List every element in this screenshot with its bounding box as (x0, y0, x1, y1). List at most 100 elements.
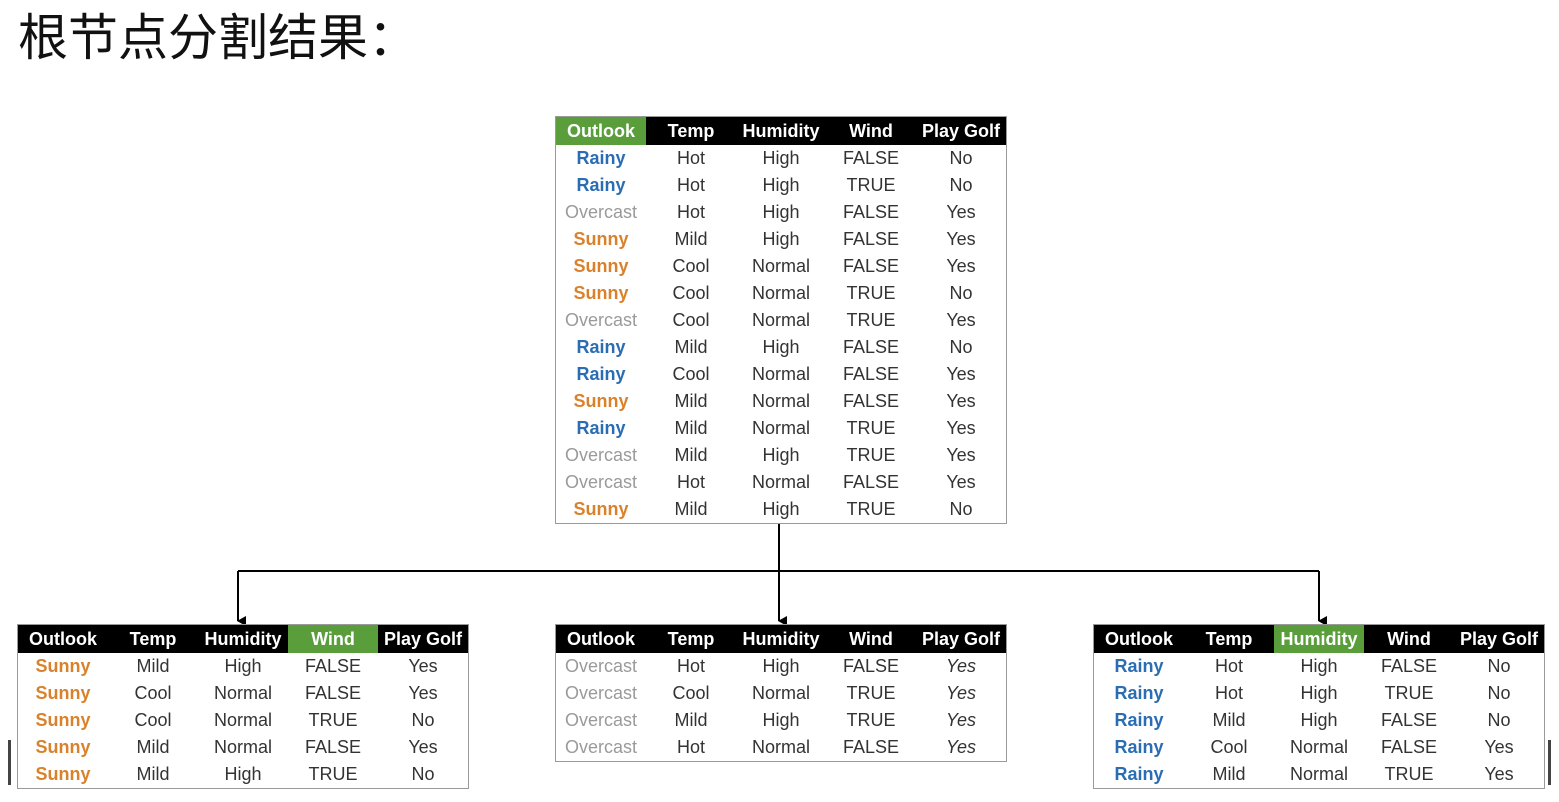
cell-play-golf: Yes (946, 310, 976, 330)
cell-humidity: Normal (751, 737, 810, 757)
cell-wind: TRUE (846, 445, 896, 465)
column-header-play-golf: Play Golf (1459, 629, 1539, 649)
cell-wind: FALSE (304, 656, 362, 676)
cell-outlook: Sunny (573, 283, 629, 303)
cell-play-golf: No (949, 175, 973, 195)
cell-humidity: Normal (213, 710, 272, 730)
cell-outlook: Sunny (35, 656, 91, 676)
cell-outlook: Overcast (564, 710, 638, 730)
cell-humidity: High (762, 175, 800, 195)
cell-play-golf: No (411, 764, 435, 784)
cell-outlook: Rainy (1114, 656, 1164, 676)
cell-wind: FALSE (842, 472, 900, 492)
cell-humidity: Normal (751, 256, 810, 276)
cell-outlook: Overcast (564, 445, 638, 465)
cell-play-golf: No (949, 283, 973, 303)
cell-wind: FALSE (1380, 656, 1438, 676)
column-header-humidity: Humidity (742, 629, 820, 649)
cell-temp: Mild (136, 764, 170, 784)
cell-temp: Mild (674, 229, 708, 249)
cell-humidity: High (762, 337, 800, 357)
cell-wind: TRUE (308, 710, 358, 730)
column-header-outlook: Outlook (1105, 629, 1173, 649)
cell-wind: FALSE (842, 256, 900, 276)
cell-wind: FALSE (842, 364, 900, 384)
column-header-play-golf: Play Golf (921, 121, 1001, 141)
cell-play-golf: No (1487, 710, 1511, 730)
cell-play-golf: Yes (946, 391, 976, 411)
cell-outlook: Rainy (1114, 683, 1164, 703)
cell-temp: Cool (134, 683, 172, 703)
cell-temp: Mild (674, 391, 708, 411)
cell-temp: Hot (1214, 683, 1243, 703)
cell-wind: TRUE (1384, 764, 1434, 784)
cell-wind: FALSE (1380, 737, 1438, 757)
slide-title: 根节点分割结果： (18, 9, 418, 67)
cell-outlook: Rainy (1114, 764, 1164, 784)
cell-humidity: Normal (213, 737, 272, 757)
cell-play-golf: Yes (1484, 764, 1514, 784)
column-header-wind: Wind (288, 625, 378, 653)
cell-humidity: High (762, 202, 800, 222)
cell-outlook: Overcast (564, 202, 638, 222)
cell-wind: FALSE (842, 337, 900, 357)
cell-play-golf: No (411, 710, 435, 730)
cell-humidity: Normal (751, 472, 810, 492)
cell-humidity: High (224, 656, 262, 676)
cell-wind: FALSE (842, 656, 900, 676)
cell-temp: Hot (676, 737, 705, 757)
cell-outlook: Rainy (576, 175, 626, 195)
cell-outlook: Rainy (576, 418, 626, 438)
column-header-humidity: Humidity (1274, 625, 1364, 653)
cell-play-golf: Yes (946, 418, 976, 438)
cell-play-golf: Yes (946, 256, 976, 276)
cell-humidity: High (1300, 710, 1338, 730)
cell-humidity: High (1300, 683, 1338, 703)
cell-play-golf: Yes (1484, 737, 1514, 757)
cell-outlook: Sunny (35, 683, 91, 703)
cell-play-golf: Yes (946, 229, 976, 249)
column-header-humidity: Humidity (742, 121, 820, 141)
cell-humidity: Normal (751, 391, 810, 411)
cell-outlook: Rainy (576, 148, 626, 168)
cell-play-golf: Yes (945, 656, 977, 676)
cell-outlook: Sunny (573, 256, 629, 276)
cell-humidity: High (762, 710, 800, 730)
cell-wind: FALSE (842, 737, 900, 757)
column-header-temp: Temp (129, 629, 177, 649)
cell-temp: Mild (1212, 764, 1246, 784)
cell-outlook: Sunny (35, 710, 91, 730)
cell-outlook: Rainy (576, 364, 626, 384)
cell-temp: Cool (672, 310, 710, 330)
cell-wind: FALSE (304, 737, 362, 757)
cell-temp: Hot (676, 472, 705, 492)
cell-outlook: Sunny (573, 229, 629, 249)
cell-temp: Mild (674, 418, 708, 438)
cell-humidity: High (1300, 656, 1338, 676)
column-header-wind: Wind (1387, 629, 1431, 649)
cell-play-golf: No (949, 337, 973, 357)
cell-wind: FALSE (304, 683, 362, 703)
cell-play-golf: No (949, 499, 973, 519)
cell-temp: Cool (1210, 737, 1248, 757)
left-edge-bar (8, 740, 11, 785)
cell-temp: Cool (672, 256, 710, 276)
cell-humidity: High (224, 764, 262, 784)
cell-temp: Hot (1214, 656, 1243, 676)
